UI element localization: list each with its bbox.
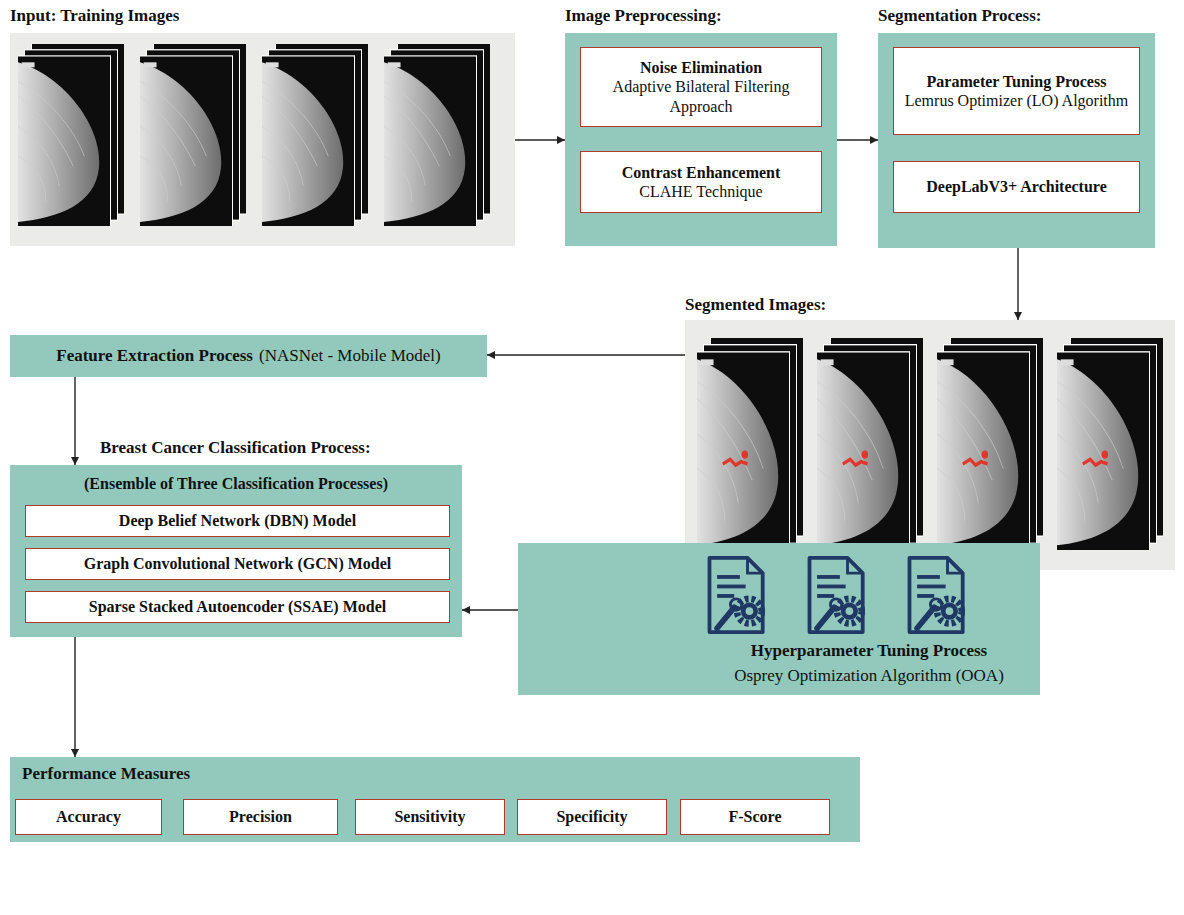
box-title: Image Preprocessing: bbox=[565, 6, 722, 26]
flow-arrow bbox=[837, 139, 878, 140]
tuning-panel bbox=[518, 543, 1040, 695]
box-title: Input: Training Images bbox=[10, 6, 179, 26]
box-text: Lemrus Optimizer (LO) Algorithm bbox=[905, 91, 1129, 110]
flow-arrow bbox=[74, 377, 75, 465]
mammogram-stack bbox=[17, 43, 125, 227]
box-text: (Ensemble of Three Classification Proces… bbox=[10, 474, 462, 493]
box-title: Noise Elimination bbox=[640, 58, 762, 77]
flow-arrow bbox=[74, 637, 75, 757]
measure-box: F-Score bbox=[680, 799, 830, 835]
box-text: Adaptive Bilateral Filtering Approach bbox=[589, 77, 813, 115]
box-text: CLAHE Technique bbox=[639, 182, 762, 201]
box-title: Segmented Images: bbox=[685, 295, 826, 315]
box-title: Feature Extraction Process bbox=[56, 346, 253, 366]
box-text: (NASNet - Mobile Model) bbox=[259, 346, 441, 366]
box-title: Parameter Tuning Process bbox=[927, 72, 1107, 91]
tuning-icon bbox=[910, 558, 963, 632]
segmented-stack bbox=[696, 337, 804, 551]
box-title: Sparse Stacked Autoencoder (SSAE) Model bbox=[89, 597, 387, 616]
input-panel: Input: Training Images bbox=[10, 33, 515, 246]
measure-box: Accuracy bbox=[15, 799, 162, 835]
box-title: Performance Measures bbox=[22, 764, 190, 784]
image-panel bbox=[685, 320, 1175, 570]
box-title: Segmentation Process: bbox=[878, 6, 1042, 26]
process-panel: Image Preprocessing:Noise EliminationAda… bbox=[565, 33, 837, 246]
process-bar: Feature Extraction Process (NASNet - Mobi… bbox=[10, 335, 487, 377]
process-box: Parameter Tuning ProcessLemrus Optimizer… bbox=[893, 47, 1140, 135]
segmented-stack bbox=[1056, 337, 1164, 551]
box-title: Hyperparameter Tuning Process bbox=[708, 641, 1030, 661]
process-box: DeepLabV3+ Architecture bbox=[893, 161, 1140, 213]
tuning-panel: Hyperparameter Tuning ProcessOsprey Opti… bbox=[518, 543, 1040, 695]
mammogram-stack bbox=[383, 43, 491, 227]
output-panel: Segmented Images: bbox=[685, 320, 1175, 570]
process-panel: Segmentation Process:Parameter Tuning Pr… bbox=[878, 33, 1155, 248]
box-title: Precision bbox=[229, 807, 292, 826]
measures-panel: Performance MeasuresAccuracy Precision Sen… bbox=[10, 757, 860, 842]
model-box: Graph Convolutional Network (GCN) Model bbox=[25, 548, 450, 580]
measure-box: Sensitivity bbox=[355, 799, 505, 835]
segmented-stack bbox=[816, 337, 924, 551]
box-title: Sensitivity bbox=[394, 807, 465, 826]
flow-arrow bbox=[487, 354, 685, 355]
flow-arrow bbox=[1017, 248, 1018, 320]
box-title: DeepLabV3+ Architecture bbox=[926, 177, 1107, 196]
flow-arrow bbox=[462, 609, 518, 610]
measure-box: Specificity bbox=[517, 799, 667, 835]
process-box: Contrast EnhancementCLAHE Technique bbox=[580, 151, 822, 213]
model-box: Sparse Stacked Autoencoder (SSAE) Model bbox=[25, 591, 450, 623]
tuning-icon bbox=[810, 558, 863, 632]
process-box: Noise EliminationAdaptive Bilateral Filt… bbox=[580, 47, 822, 127]
image-panel bbox=[10, 33, 515, 246]
box-title: Contrast Enhancement bbox=[622, 163, 781, 182]
model-box: Deep Belief Network (DBN) Model bbox=[25, 505, 450, 537]
flow-arrow bbox=[515, 139, 565, 140]
box-title: Breast Cancer Classification Process: bbox=[100, 438, 371, 458]
measure-box: Precision bbox=[183, 799, 338, 835]
box-title: Graph Convolutional Network (GCN) Model bbox=[84, 554, 392, 573]
box-title: F-Score bbox=[728, 807, 781, 826]
box-title: Specificity bbox=[556, 807, 627, 826]
mammogram-stack bbox=[139, 43, 247, 227]
tuning-icon bbox=[710, 558, 763, 632]
box-title: Accuracy bbox=[56, 807, 121, 826]
mammogram-stack bbox=[261, 43, 369, 227]
segmented-stack bbox=[936, 337, 1044, 551]
box-text: Osprey Optimization Algorithm (OOA) bbox=[708, 666, 1030, 686]
box-title: Deep Belief Network (DBN) Model bbox=[119, 511, 356, 530]
process-panel: Breast Cancer Classification Process:(En… bbox=[10, 465, 462, 637]
